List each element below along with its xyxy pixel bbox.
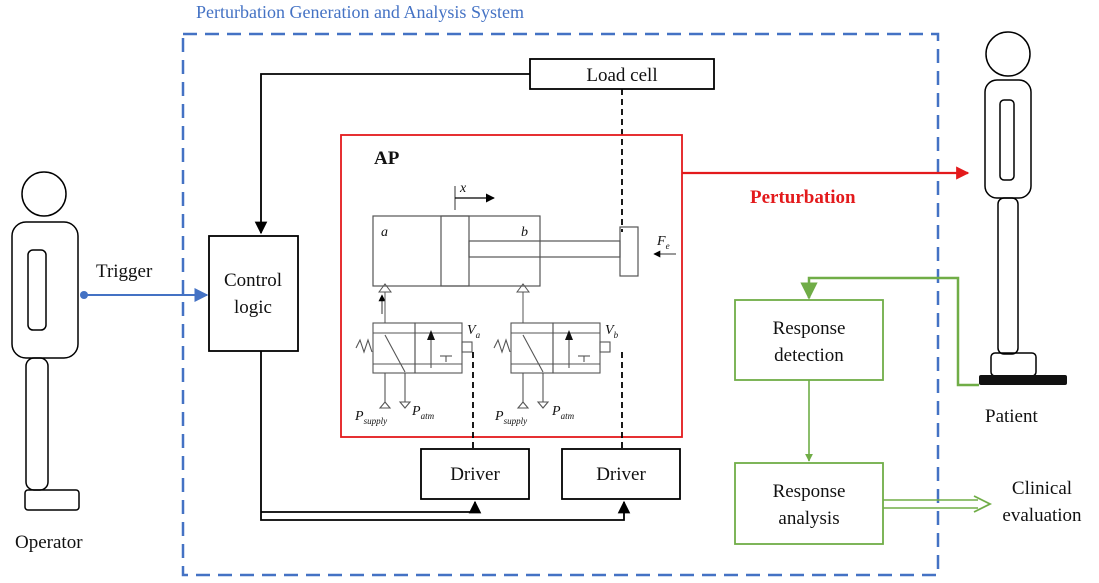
response-detection-label-line1: Response: [773, 318, 846, 339]
response-analysis-block: [734, 462, 884, 545]
valve-b-atm-label: Patm: [551, 404, 575, 421]
driver-b-label: Driver: [596, 464, 646, 485]
response-detection-block: [734, 299, 884, 381]
x-label: x: [459, 181, 467, 196]
chamber-b-label: b: [521, 225, 528, 240]
valve-b-supply-label: Psupply: [494, 409, 527, 426]
driver-b-block: [561, 448, 681, 500]
port-a-triangle: [378, 283, 392, 293]
driver-a-block: [420, 448, 530, 500]
control-logic-block: [208, 235, 299, 352]
response-analysis-label-line2: analysis: [778, 508, 839, 529]
response-analysis-label-line1: Response: [773, 481, 846, 502]
valve-a-supply-label: Psupply: [354, 409, 387, 426]
load-cell-label: Load cell: [586, 65, 657, 86]
system-title: Perturbation Generation and Analysis Sys…: [196, 2, 524, 22]
actuator-cylinder: [372, 186, 639, 287]
control-to-drivers-line: [260, 351, 631, 521]
clinical-arrow-head: [973, 495, 993, 513]
valve-b-symbol: [493, 322, 611, 409]
perturbation-label: Perturbation: [750, 187, 856, 208]
valve-a-symbol: [355, 322, 473, 409]
trigger-dot: [80, 291, 88, 299]
control-to-driver-a-line: [261, 500, 482, 514]
patient-feedback-line: [800, 276, 979, 387]
patient-label: Patient: [985, 406, 1038, 427]
trigger-label: Trigger: [96, 261, 153, 282]
driver-a-label: Driver: [450, 464, 500, 485]
patient-figure: [984, 31, 1037, 377]
operator-label: Operator: [15, 532, 83, 553]
valve-b-label: Vb: [605, 323, 619, 340]
load-cell-block: [529, 58, 715, 90]
valve-a-label: Va: [467, 323, 481, 340]
force-label: Fe: [656, 234, 670, 251]
valve-a-atm-label: Patm: [411, 404, 435, 421]
ap-block: [340, 134, 683, 438]
chamber-a-label: a: [381, 225, 388, 240]
port-b-triangle: [516, 283, 530, 293]
operator-figure: [11, 171, 80, 511]
clinical-evaluation-line2: evaluation: [1002, 505, 1082, 526]
control-logic-label-line2: logic: [234, 297, 272, 318]
system-boundary: [181, 32, 940, 577]
control-logic-label-line1: Control: [224, 270, 282, 291]
force-plate: [979, 375, 1067, 385]
valve-b-arrow-head: [565, 330, 573, 340]
clinical-evaluation-line1: Clinical: [1012, 478, 1072, 499]
valve-a-arrow-head: [427, 330, 435, 340]
ap-label: AP: [374, 148, 400, 169]
response-detection-label-line2: detection: [774, 345, 844, 366]
feedback-line: [254, 73, 530, 235]
